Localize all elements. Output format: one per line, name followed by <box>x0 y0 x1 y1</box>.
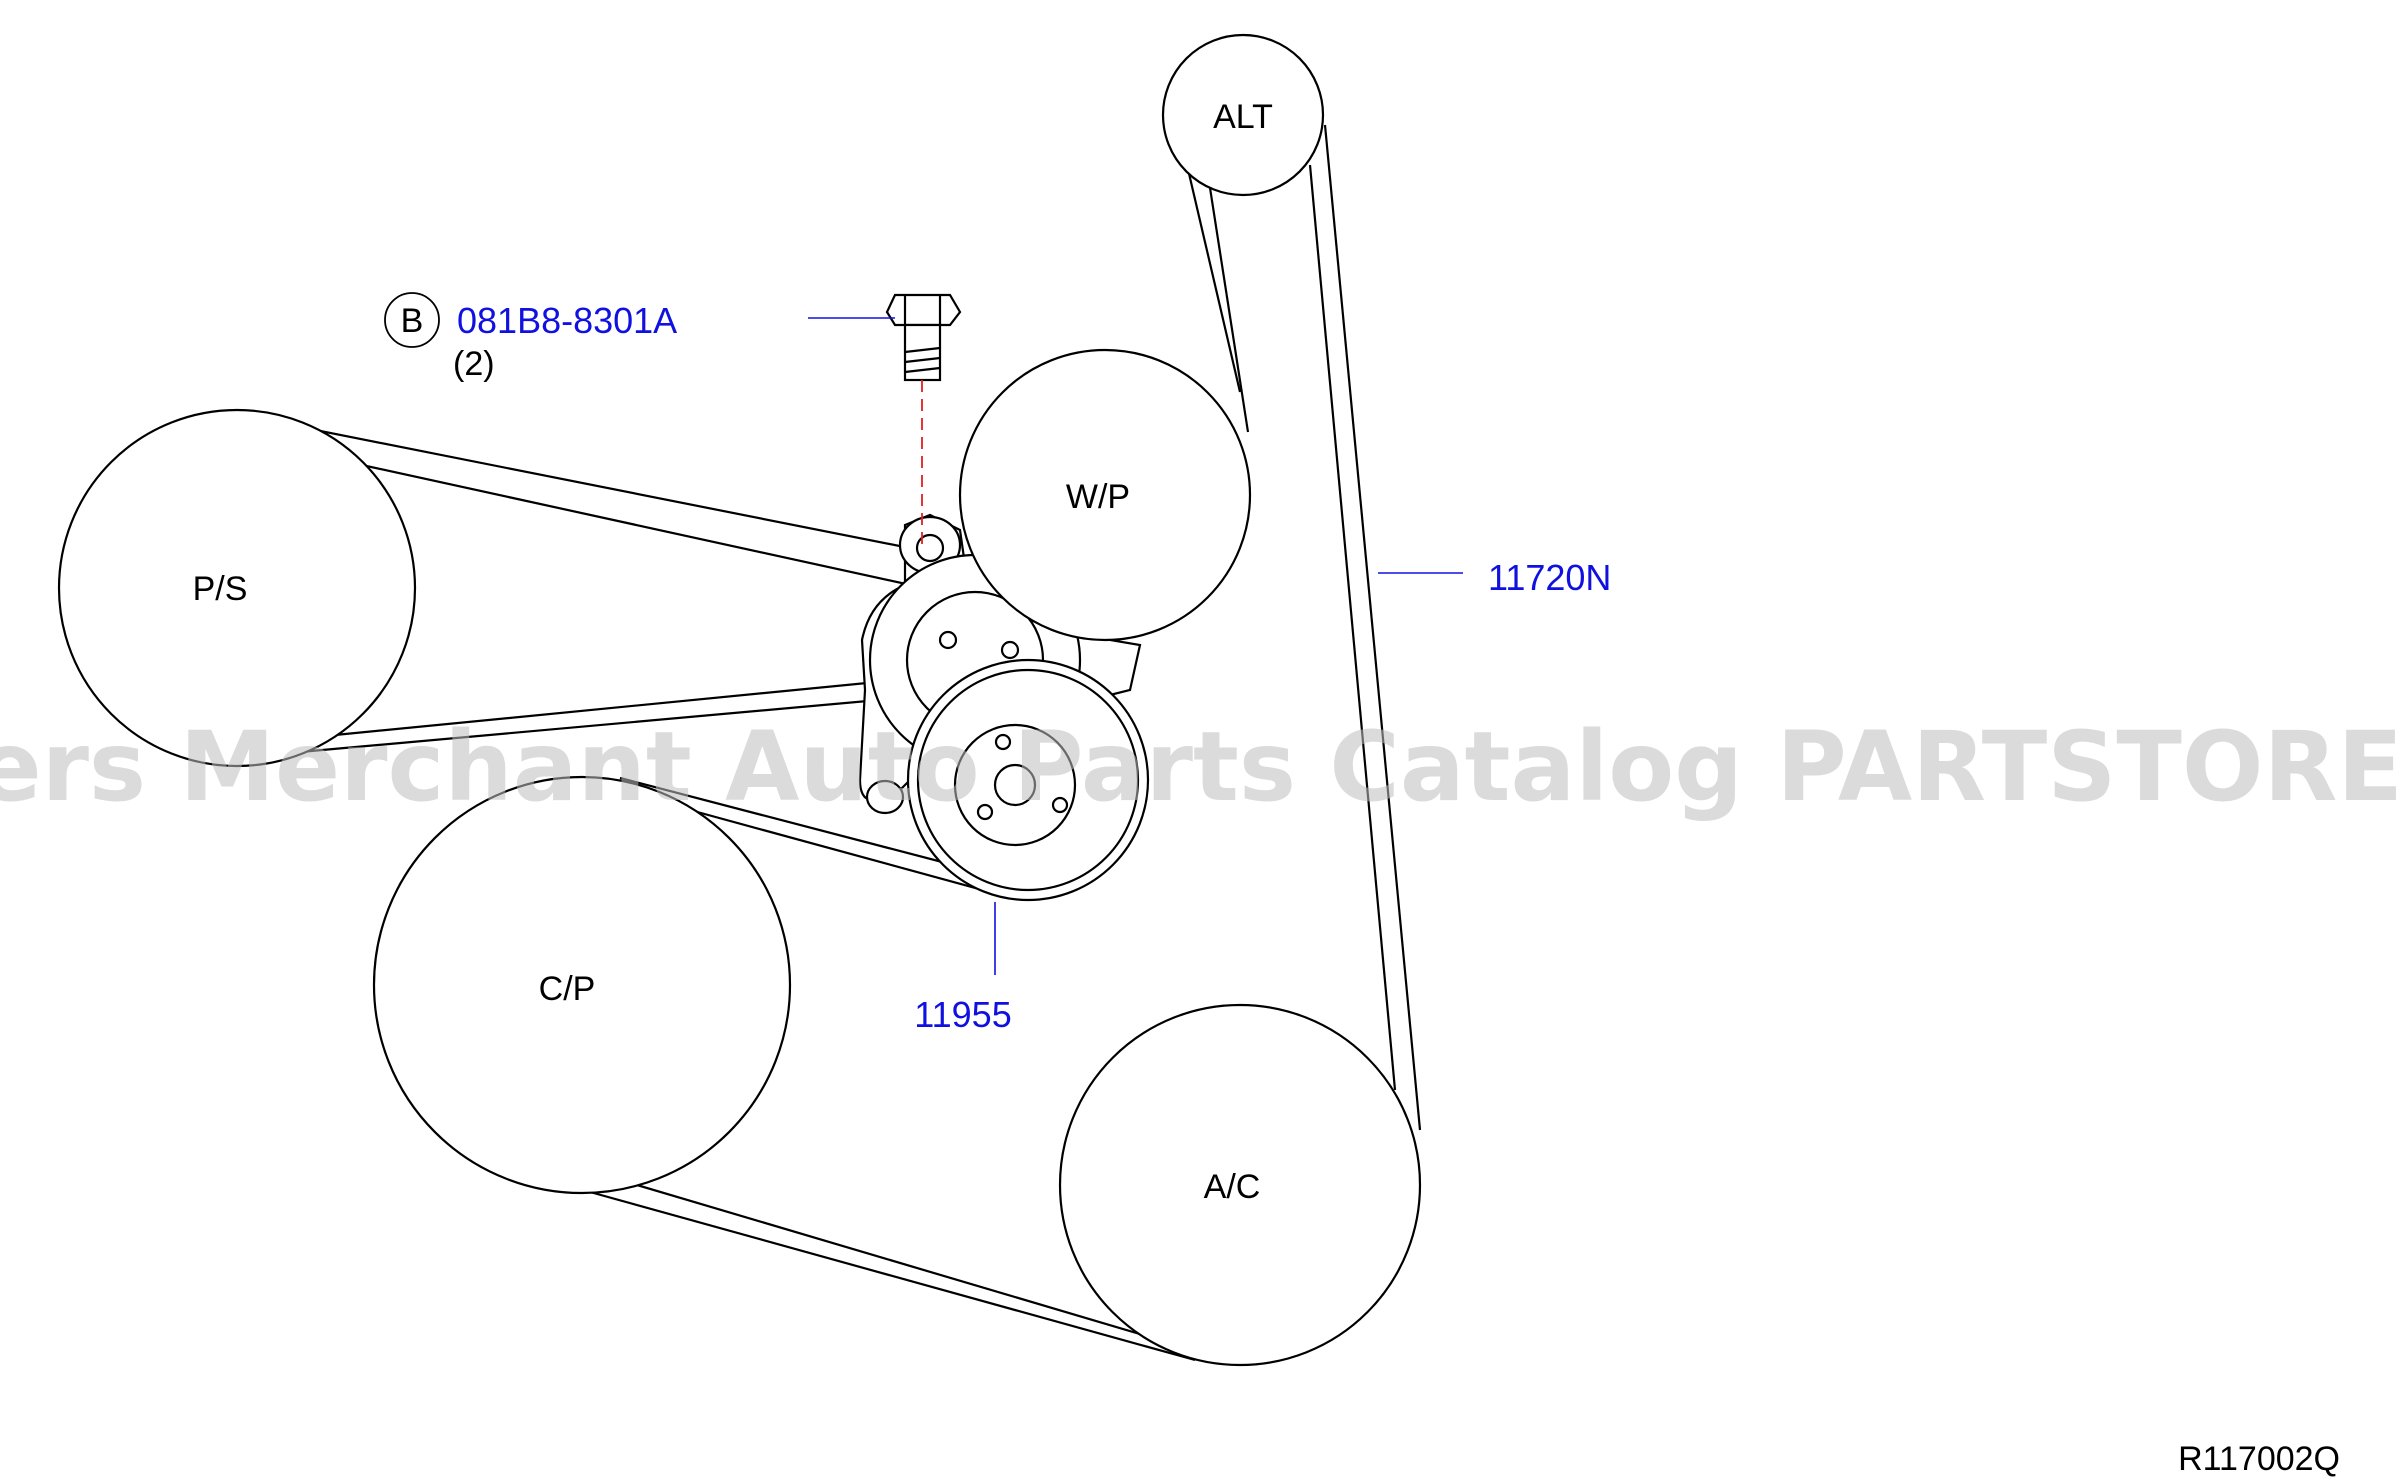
callout-belt[interactable]: 11720N <box>1378 557 1611 598</box>
diagram-reference-code: R117002Q <box>2178 1440 2340 1478</box>
watermark-text: Offers Merchant Auto Parts Catalog PARTS… <box>0 711 2400 823</box>
bolt-part-number[interactable]: 081B8-8301A <box>457 300 677 341</box>
belt-11720n <box>239 124 1422 1362</box>
pulley-label-ps: P/S <box>193 570 248 608</box>
bolt-icon <box>885 293 962 548</box>
belt-part-number[interactable]: 11720N <box>1488 557 1611 598</box>
tensioner-part-number[interactable]: 11955 <box>914 994 1011 1035</box>
pulley-ac: A/C <box>1058 1003 1422 1367</box>
pulley-label-cp: C/P <box>539 970 596 1008</box>
pulley-label-ac: A/C <box>1204 1168 1261 1206</box>
pulley-label-wp: W/P <box>1066 478 1130 516</box>
pulley-label-alt: ALT <box>1213 98 1273 136</box>
pulley-alt: ALT <box>1161 33 1325 197</box>
bolt-marker-letter: B <box>401 302 424 340</box>
bolt-quantity: (2) <box>453 345 495 383</box>
pulley-cp: C/P <box>372 775 792 1195</box>
bolt-marker-circle <box>384 292 440 348</box>
pulley-wp: W/P <box>958 348 1252 642</box>
tensioner-pulley <box>906 658 1150 902</box>
callout-bolt[interactable]: B 081B8-8301A (2) <box>384 292 895 383</box>
callout-tensioner[interactable]: 11955 <box>914 902 1012 1035</box>
pulley-ps: P/S <box>57 408 417 768</box>
